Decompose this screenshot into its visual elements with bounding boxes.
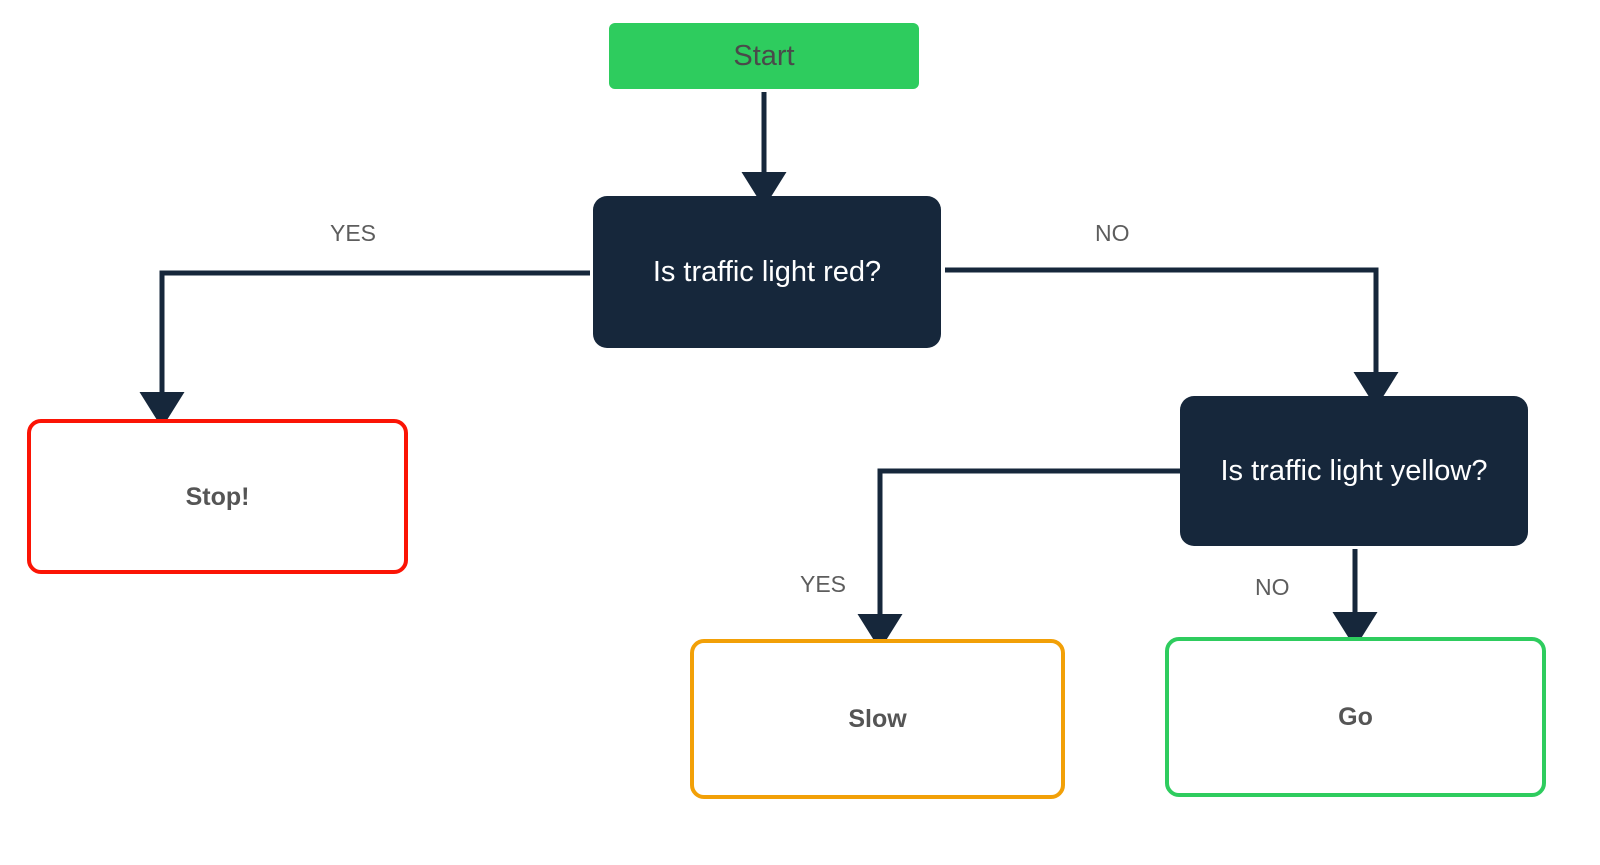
edge-label-red-yes: YES [330, 220, 377, 246]
node-start-label: Start [733, 39, 795, 72]
node-outcome-stop[interactable]: Stop! [27, 419, 408, 574]
edge-decision-red-yes-to-stop [139, 270, 590, 428]
node-go-label: Go [1338, 703, 1373, 731]
edge-label-yellow-yes: YES [800, 571, 847, 597]
node-slow-label: Slow [848, 705, 907, 733]
edge-decision-red-no-to-decision-yellow [945, 267, 1399, 408]
node-outcome-go[interactable]: Go [1165, 637, 1546, 797]
edge-label-red-no: NO [1095, 220, 1130, 246]
node-decision-yellow-label: Is traffic light yellow? [1220, 454, 1488, 487]
node-decision-is-traffic-light-yellow[interactable]: Is traffic light yellow? [1180, 396, 1528, 546]
node-start[interactable]: Start [609, 23, 919, 89]
node-stop-label: Stop! [185, 482, 250, 511]
node-decision-is-traffic-light-red[interactable]: Is traffic light red? [593, 196, 941, 348]
node-outcome-slow[interactable]: Slow [690, 639, 1065, 799]
edge-label-yellow-no: NO [1255, 574, 1290, 600]
edge-decision-yellow-yes-to-slow [857, 468, 1180, 650]
node-decision-red-label: Is traffic light red? [652, 255, 882, 288]
